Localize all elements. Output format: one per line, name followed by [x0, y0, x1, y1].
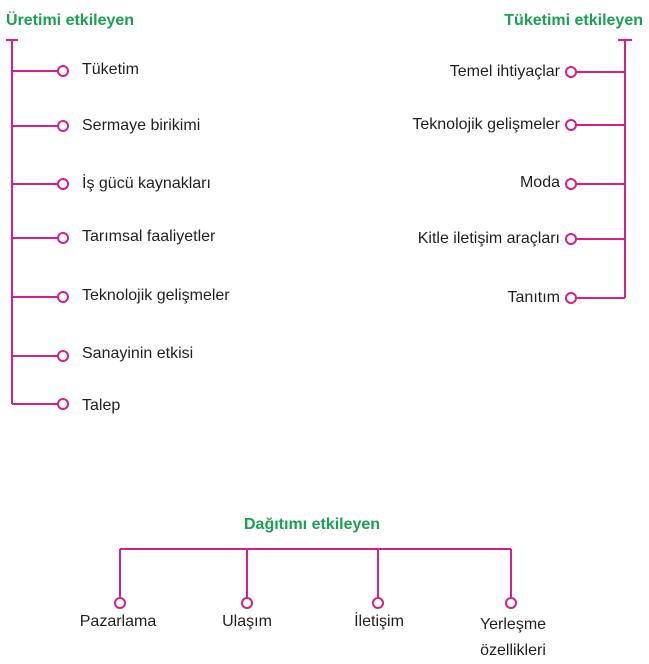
consumption-title: Tüketimi etkileyen — [504, 12, 643, 29]
distribution-item: Ulaşım — [222, 613, 272, 630]
node-dot — [57, 291, 69, 303]
node-dot — [565, 119, 577, 131]
production-item: Teknolojik gelişmeler — [82, 287, 230, 304]
node-dot — [57, 232, 69, 244]
distribution-title: Dağıtımı etkileyen — [244, 516, 381, 533]
consumption-item: Teknolojik gelişmeler — [412, 116, 560, 133]
distribution-connector — [114, 548, 517, 609]
node-dot — [505, 597, 517, 609]
node-dot — [372, 597, 384, 609]
production-connector — [6, 39, 69, 410]
consumption-item: Tanıtım — [507, 289, 560, 306]
node-dot — [565, 292, 577, 304]
consumption-item: Temel ihtiyaçlar — [449, 63, 560, 80]
distribution-item: İletişim — [354, 613, 404, 630]
production-item: İş gücü kaynakları — [82, 175, 211, 192]
node-dot — [57, 178, 69, 190]
production-item: Talep — [82, 397, 121, 414]
production-item: Tüketim — [82, 61, 139, 78]
distribution-item: Yerleşme özellikleri — [479, 616, 547, 659]
consumption-connector — [565, 39, 632, 304]
node-dot — [114, 597, 126, 609]
node-dot — [241, 597, 253, 609]
node-dot — [565, 178, 577, 190]
node-dot — [565, 233, 577, 245]
node-dot — [57, 398, 69, 410]
consumption-item: Moda — [519, 174, 560, 191]
distribution-item: Pazarlama — [79, 613, 157, 630]
production-title: Üretimi etkileyen — [6, 12, 135, 29]
production-item: Sanayinin etkisi — [82, 345, 194, 362]
node-dot — [565, 66, 577, 78]
node-dot — [57, 120, 69, 132]
consumption-item: Kitle iletişim araçları — [417, 230, 560, 247]
production-item: Tarımsal faaliyetler — [82, 228, 216, 245]
node-dot — [57, 65, 69, 77]
production-item: Sermaye birikimi — [82, 117, 201, 134]
node-dot — [57, 350, 69, 362]
